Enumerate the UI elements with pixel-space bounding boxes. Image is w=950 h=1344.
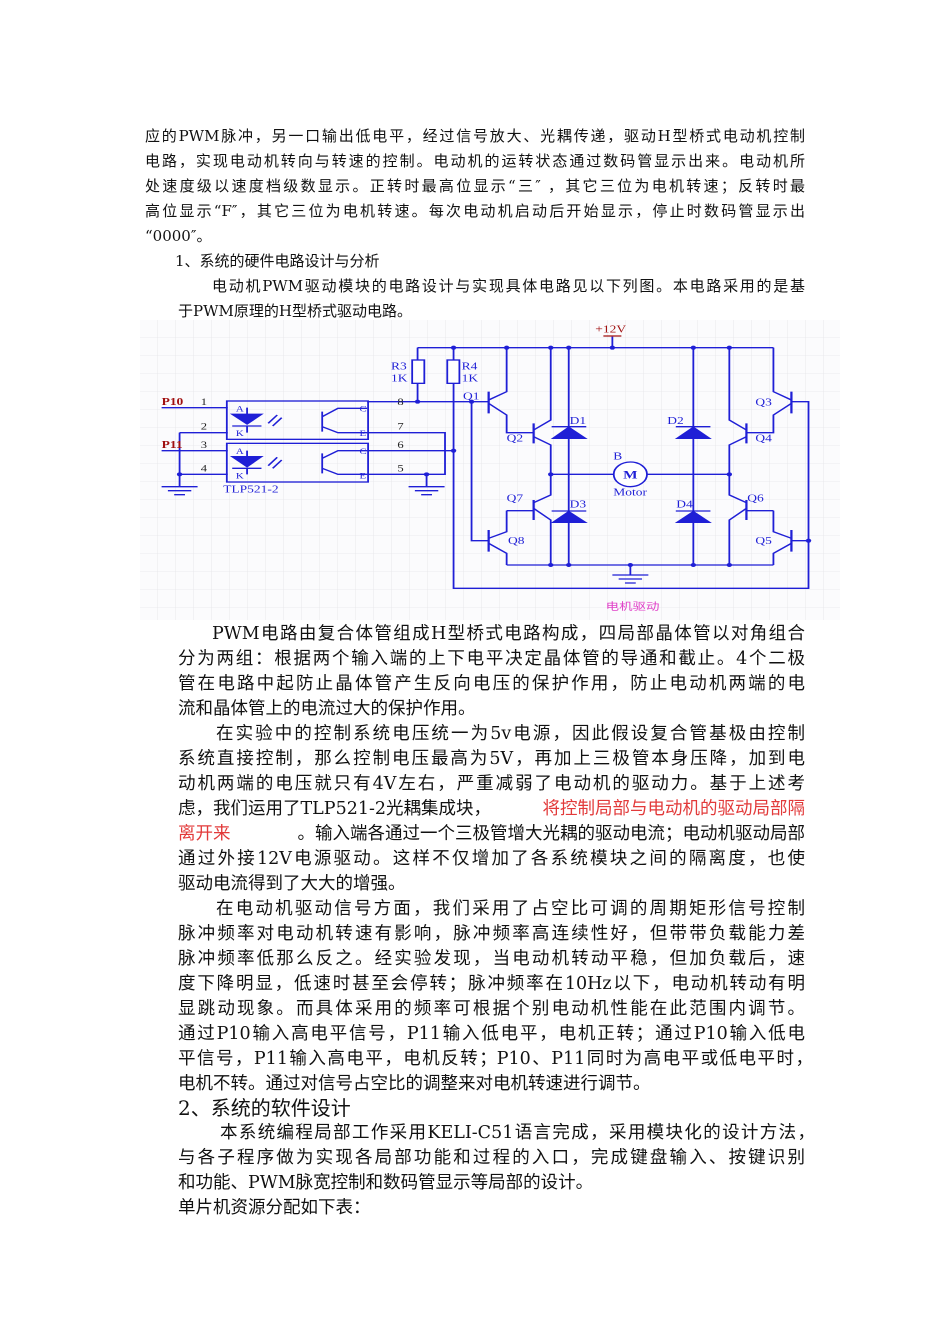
pin-label: 1 <box>201 397 207 407</box>
text-line: 脉冲频率对电动机转速有影响，脉冲频率高连续性好，但带带负载能力差 <box>178 924 805 944</box>
pin-k-label: K <box>236 430 244 438</box>
section-heading-2: 2、系统的软件设计 <box>178 1096 351 1120</box>
q1-label: Q1 <box>463 390 480 402</box>
d1-label: D1 <box>570 415 587 427</box>
diagram-caption: 电机驱动 <box>606 601 660 613</box>
text-line: 与各子程序做为实现各局部功能和过程的入口，完成键盘输入、按键识别 <box>178 1148 805 1168</box>
pin-label: 7 <box>397 422 404 432</box>
text-line: “0000″。 <box>145 227 212 245</box>
text-line: 本系统编程局部工作采用KELI-C51语言完成，采用模块化的设计方法， <box>220 1123 815 1143</box>
d2-label: D2 <box>667 415 684 427</box>
input-label-p11: P11 <box>162 439 183 451</box>
motor-symbol: M <box>612 461 648 488</box>
optocoupler-chip <box>225 400 369 483</box>
pin-c-label: C <box>360 448 367 456</box>
q2-label: Q2 <box>507 432 524 444</box>
text-line: 在实验中的控制系统电压统一为5v电源，因此假设复合管基极由控制 <box>216 724 805 744</box>
text-line: 系统直接控制，那么控制电压最高为5V，再加上三极管本身压降，加到电 <box>178 749 805 769</box>
chip-label: TLP521-2 <box>223 483 278 495</box>
text-line: 电路，实现电动机转向与转速的控制。电动机的运转状态通过数码管显示出来。电动机所 <box>145 152 805 170</box>
pin-k-label: K <box>236 472 244 480</box>
d3-label: D3 <box>570 498 587 510</box>
q7-label: Q7 <box>507 492 524 504</box>
junction-dots <box>176 345 812 567</box>
text-line: 离开来 。输入端各通过一个三极管增大光耦的驱动电流；电动机驱动局部 <box>178 822 805 847</box>
transistor-bars <box>487 391 793 552</box>
text-line: 电机不转。通过对信号占空比的调整来对电机转速进行调节。 <box>178 1074 651 1094</box>
pin-c-label: C <box>360 406 367 414</box>
text-segment: 虑，我们运用了TLP521-2光耦集成块， <box>178 799 492 819</box>
d4-label: D4 <box>676 498 693 510</box>
wires <box>161 336 810 589</box>
highlighted-text: 离开来 <box>178 824 231 844</box>
text-line: 单片机资源分配如下表： <box>178 1198 371 1218</box>
pin-label: 2 <box>201 422 207 432</box>
input-label-p10: P10 <box>162 396 184 408</box>
text-line: 和功能、PWM脉宽控制和数码管显示等局部的设计。 <box>178 1173 594 1193</box>
q6-label: Q6 <box>747 492 764 504</box>
r3-label: R3 <box>391 360 407 372</box>
pin-e-label: E <box>360 472 367 480</box>
text-segment: 。输入端各通过一个三极管增大光耦的驱动电流；电动机驱动局部 <box>297 824 806 844</box>
ground-symbols <box>161 335 649 584</box>
pin-label: 5 <box>397 464 404 474</box>
pin-label: 4 <box>201 464 208 474</box>
text-line: 显跳动现象。而具体采用的频率可根据个别电动机性能在此范围内调节。 <box>178 999 805 1019</box>
motor-ref-label: B <box>613 450 622 462</box>
text-line: 于PWM原理的H型桥式驱动电路。 <box>178 302 412 320</box>
pin-a-label: A <box>236 406 244 414</box>
q8-label: Q8 <box>508 535 525 547</box>
r4-label: R4 <box>462 360 478 372</box>
text-line: 虑，我们运用了TLP521-2光耦集成块， 将控制局部与电动机的驱动局部隔 <box>178 797 805 822</box>
text-line: 管在电路中起防止晶体管产生反向电压的保护作用，防止电动机两端的电 <box>178 674 805 694</box>
text-line: 通过P10输入高电平信号，P11输入低电平，电机正转；通过P10输入低电 <box>178 1024 805 1044</box>
text-line: PWM电路由复合体管组成H型桥式电路构成，四局部晶体管以对角组合 <box>212 624 805 644</box>
motor-label: Motor <box>613 486 647 498</box>
pin-a-label: A <box>236 448 244 456</box>
text-line: 高位显示“F″，其它三位为电机转速。每次电动机启动后开始显示，停止时数码管显示出 <box>145 202 805 220</box>
resistors <box>411 359 461 384</box>
diodes <box>550 426 712 523</box>
highlighted-text: 将控制局部与电动机的驱动局部隔 <box>542 799 806 819</box>
text-line: 动机两端的电压就只有4V左右，严重减弱了电动机的驱动力。基于上述考 <box>178 774 805 794</box>
q3-label: Q3 <box>755 396 772 408</box>
text-line: 电动机PWM驱动模块的电路设计与实现具体电路见以下列图。本电路采用的是基 <box>212 277 805 295</box>
text-line: 驱动电流得到了大大的增强。 <box>178 874 406 894</box>
text-line: 处速度级以速度档级数显示。正转时最高位显示“三″ ，其它三位为电机转速；反转时最 <box>145 177 805 195</box>
q4-label: Q4 <box>755 432 772 444</box>
r4-value: 1K <box>462 372 479 384</box>
supply-label: +12V <box>595 323 626 335</box>
text-line: 应的PWM脉冲，另一口输出低电平，经过信号放大、光耦传递，驱动H型桥式电动机控制 <box>145 127 805 145</box>
r3-value: 1K <box>391 372 408 384</box>
pin-label: 6 <box>397 440 404 450</box>
text-line: 平信号，P11输入高电平，电机反转；P10、P11同时为高电平或低电平时， <box>178 1049 813 1069</box>
text-line: 通过外接12V电源驱动。这样不仅增加了各系统模块之间的隔离度，也使 <box>178 849 805 869</box>
text-line: 脉冲频率低那么反之。经实验发现，当电动机转动平稳，但加负载后，速 <box>178 949 805 969</box>
motor-m-label: M <box>623 468 638 481</box>
h-bridge-circuit-diagram: M +12V P10 P11 1 2 3 4 5 6 7 8 A K A K C… <box>140 320 840 620</box>
pin-label: 8 <box>397 397 404 407</box>
section-heading-1: 1、系统的硬件电路设计与分析 <box>175 252 380 270</box>
text-line: 流和晶体管上的电流过大的保护作用。 <box>178 699 476 719</box>
diagram-labels: +12V P10 P11 1 2 3 4 5 6 7 8 A K A K C E… <box>162 323 772 612</box>
text-line: 在电动机驱动信号方面，我们采用了占空比可调的周期矩形信号控制 <box>216 899 805 919</box>
pin-e-label: E <box>360 430 367 438</box>
text-line: 分为两组：根据两个输入端的上下电平决定晶体管的导通和截止。4个二极 <box>178 649 805 669</box>
pin-label: 3 <box>201 440 208 450</box>
text-line: 度下降明显，低速时甚至会停转；脉冲频率在10Hz以下，电动机转动有明 <box>178 974 805 994</box>
q5-label: Q5 <box>755 535 772 547</box>
